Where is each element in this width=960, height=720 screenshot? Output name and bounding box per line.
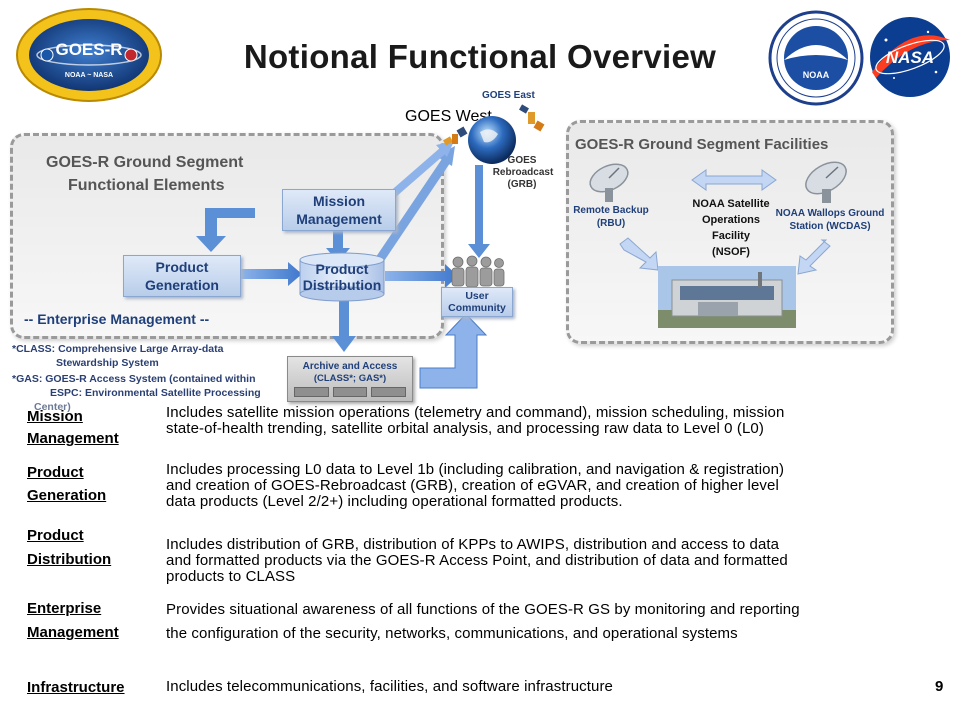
- wcdas-dish-icon: [800, 160, 856, 204]
- left-panel-title-line1: GOES-R Ground Segment: [46, 154, 244, 171]
- nasa-logo-text: NASA: [885, 48, 935, 67]
- definition-term-line1: Infrastructure: [27, 679, 125, 696]
- note-gas-line1: *GAS: GOES-R Access System (contained wi…: [12, 373, 256, 385]
- grb-label-line1: GOES: [507, 155, 537, 166]
- nsof-label-line2: Operations: [701, 214, 761, 226]
- page-title: Notional Functional Overview: [243, 38, 717, 75]
- left-panel: [10, 133, 444, 339]
- definition-term-line2: Distribution: [27, 551, 112, 568]
- user-community-icon: [448, 254, 508, 290]
- note-class-line1: *CLASS: Comprehensive Large Array-data: [12, 343, 224, 355]
- arrow-pd-to-goes: [374, 155, 452, 265]
- nasa-logo: NASA: [866, 12, 954, 102]
- definition-term-line1: Product: [27, 527, 84, 544]
- mission-management-line1: Mission: [312, 193, 366, 209]
- definition-desc: data products (Level 2/2+) including ope…: [166, 493, 623, 510]
- grb-label-line2: Rebroadcast: [492, 167, 554, 178]
- archive-box: Archive and Access (CLASS*; GAS*): [287, 356, 413, 402]
- goesr-logo: GOES-R NOAA ~ NASA: [14, 6, 164, 104]
- rbu-label-line2: (RBU): [596, 218, 626, 229]
- user-community-line1: User: [465, 290, 489, 302]
- archive-server-icon: [294, 387, 407, 397]
- goes-east-label: GOES East: [482, 90, 535, 101]
- goes-east-satellite-icon: [519, 104, 545, 132]
- note-gas-line3: Center): [34, 401, 71, 413]
- note-gas-line2: ESPC: Environmental Satellite Processing: [50, 387, 261, 399]
- diagram-arrows: [196, 141, 831, 389]
- definition-desc: and creation of GOES-Rebroadcast (GRB), …: [166, 477, 779, 494]
- arrow-mm-to-goes: [389, 144, 449, 199]
- product-generation-box: Product Generation: [123, 255, 241, 297]
- definition-desc: Provides situational awareness of all fu…: [166, 601, 800, 618]
- product-distribution-line2: Distribution: [302, 277, 382, 293]
- goesr-logo-subtext: NOAA ~ NASA: [64, 72, 114, 79]
- definition-term-line1: Product: [27, 464, 84, 481]
- arrow-pd-to-user: [385, 264, 458, 288]
- noaa-logo: NOAA: [768, 10, 864, 106]
- rbu-label-line1: Remote Backup: [573, 205, 649, 216]
- goes-west-satellite-icon: [443, 126, 468, 146]
- goes-west-label: GOES West: [405, 108, 492, 125]
- arrow-archive-to-user: [419, 313, 488, 389]
- definition-desc: Includes telecommunications, facilities,…: [166, 678, 613, 695]
- definition-term-line1: Mission: [27, 408, 83, 425]
- archive-line1: Archive and Access: [302, 361, 398, 372]
- definition-desc: Includes processing L0 data to Level 1b …: [166, 461, 785, 478]
- definition-desc: products to CLASS: [166, 568, 296, 585]
- arrow-goes-to-user: [468, 165, 490, 258]
- nsof-label-line4: (NSOF): [712, 246, 750, 258]
- facility-arrows: [619, 169, 831, 275]
- arrow-into-pg: [196, 208, 255, 252]
- product-generation-line1: Product: [155, 259, 209, 275]
- mission-management-box: Mission Management: [282, 189, 396, 231]
- product-generation-line2: Generation: [145, 277, 219, 293]
- definition-desc: Includes satellite mission operations (t…: [166, 404, 785, 421]
- goesr-logo-text: GOES-R: [55, 40, 123, 59]
- definition-term-line2: Management: [27, 624, 119, 641]
- grb-label-line3: (GRB): [507, 179, 537, 190]
- nsof-building-photo: [658, 266, 796, 328]
- product-distribution-line1: Product: [315, 261, 369, 277]
- definition-desc: state-of-health trending, satellite orbi…: [166, 420, 764, 437]
- nsof-label-line3: Facility: [712, 230, 750, 242]
- mission-management-line2: Management: [296, 211, 382, 227]
- left-panel-title-line2: Functional Elements: [68, 177, 225, 194]
- noaa-logo-text: NOAA: [802, 70, 830, 80]
- goes-satellites: [440, 104, 550, 174]
- definition-desc: the configuration of the security, netwo…: [166, 625, 738, 642]
- product-distribution-cylinder: Product Distribution: [298, 252, 386, 302]
- enterprise-management-label: -- Enterprise Management --: [24, 311, 210, 327]
- definition-term-line2: Generation: [27, 487, 107, 504]
- definition-term-line1: Enterprise: [27, 600, 102, 617]
- right-panel-title: GOES-R Ground Segment Facilities: [575, 136, 829, 153]
- note-class-line2: Stewardship System: [56, 357, 159, 369]
- definition-term-line2: Management: [27, 430, 119, 447]
- page-number: 9: [935, 678, 944, 695]
- wcdas-label-line2: Station (WCDAS): [789, 221, 871, 232]
- nsof-label-line1: NOAA Satellite: [692, 198, 770, 210]
- definition-desc: Includes distribution of GRB, distributi…: [166, 536, 780, 553]
- rbu-dish-icon: [585, 160, 635, 204]
- user-community-box: User Community: [441, 287, 513, 317]
- user-community-line2: Community: [448, 302, 506, 314]
- wcdas-label-line1: NOAA Wallops Ground: [775, 208, 885, 219]
- arrow-pd-to-archive: [332, 294, 356, 352]
- definition-desc: and formatted products via the GOES-R Ac…: [166, 552, 788, 569]
- archive-line2: (CLASS*; GAS*): [313, 373, 387, 384]
- arrow-pg-to-pd: [240, 262, 302, 286]
